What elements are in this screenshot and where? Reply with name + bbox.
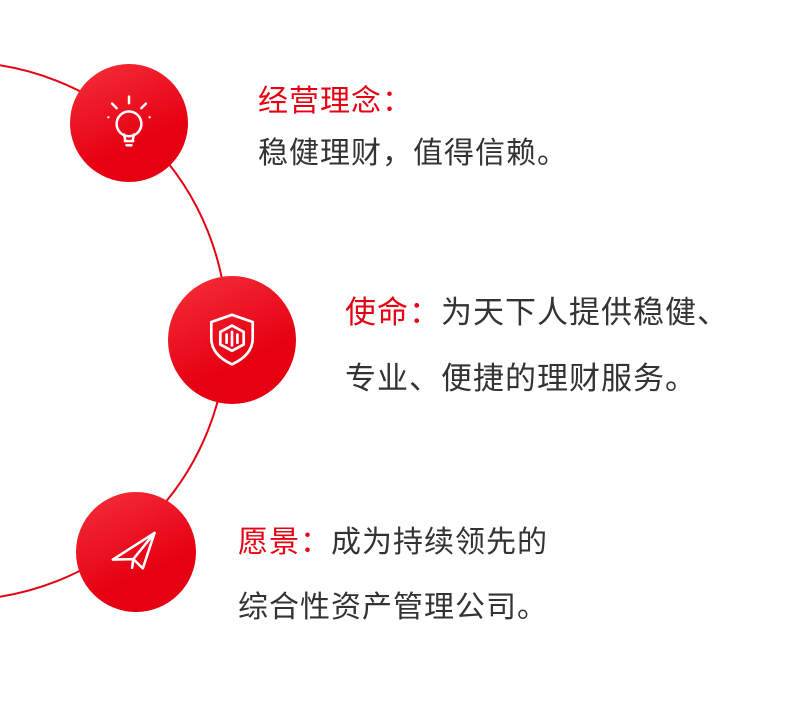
lightbulb-icon: [96, 90, 162, 156]
philosophy-line: 稳健理财，值得信赖。: [258, 137, 568, 170]
vision-line-2: 综合性资产管理公司。: [238, 591, 548, 624]
vision-line-1-text: 成为持续领先的: [331, 526, 548, 559]
philosophy-title: 经营理念：: [258, 85, 413, 118]
vision-title: 愿景：: [238, 526, 331, 559]
vision-icon-circle: [76, 492, 196, 612]
shield-icon: [196, 304, 268, 376]
vision-text-block: 愿景：成为持续领先的 综合性资产管理公司。: [238, 510, 548, 640]
mission-text-block: 使命：为天下人提供稳健、 专业、便捷的理财服务。: [345, 280, 729, 412]
philosophy-text-block: 经营理念： 稳健理财，值得信赖。: [258, 76, 568, 180]
mission-line-2: 专业、便捷的理财服务。: [345, 361, 697, 396]
mission-line-1: 使命：为天下人提供稳健、: [345, 280, 729, 346]
paper-plane-icon: [102, 518, 170, 586]
mission-title: 使命：: [345, 295, 441, 330]
mission-line-1-text: 为天下人提供稳健、: [441, 295, 729, 330]
mission-icon-circle: [168, 276, 296, 404]
vision-line-1: 愿景：成为持续领先的: [238, 510, 548, 575]
philosophy-icon-circle: [70, 64, 188, 182]
